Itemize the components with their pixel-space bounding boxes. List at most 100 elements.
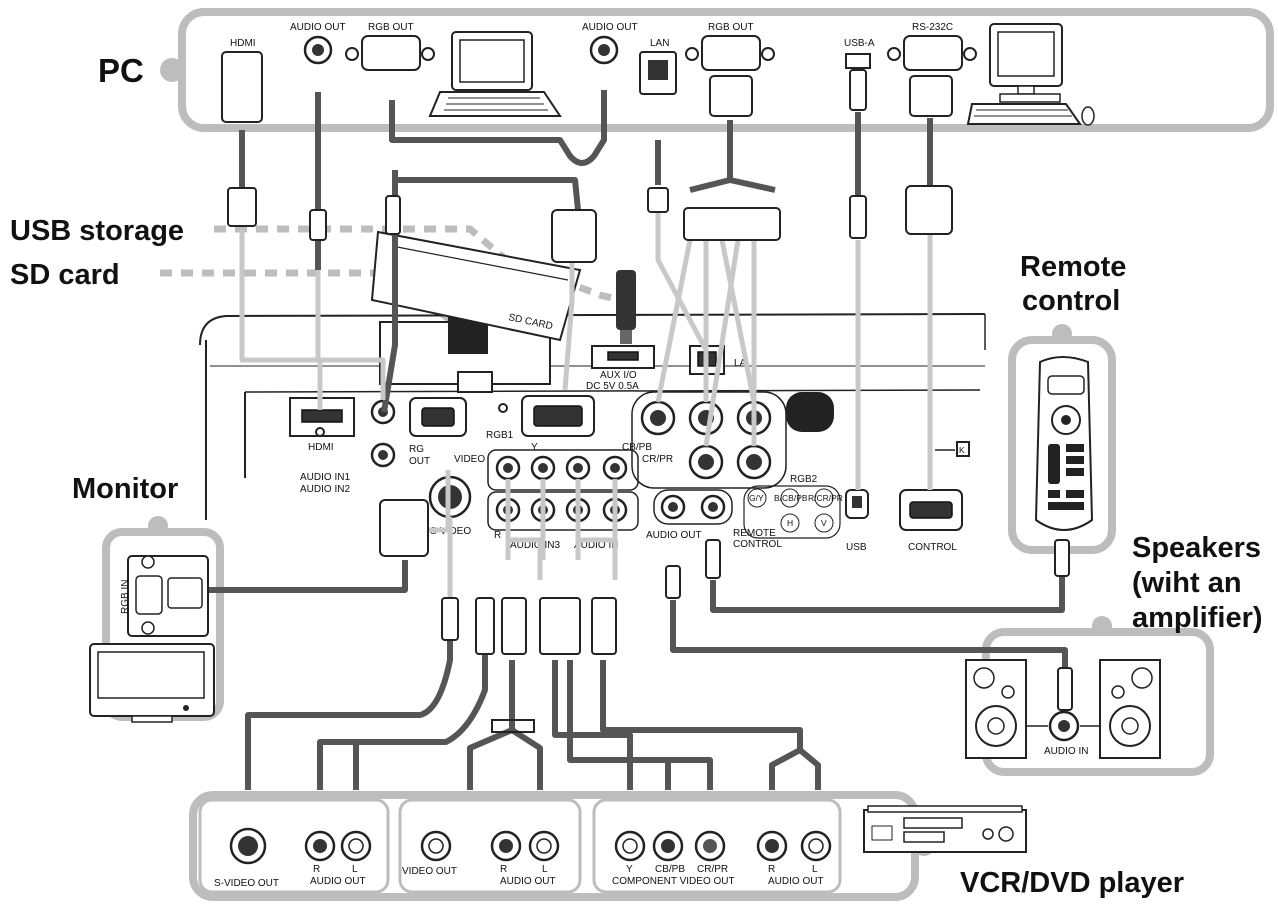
bnc-h-center: [698, 454, 714, 470]
vcr-l-3-label: L: [812, 864, 818, 875]
component-y-label: Y: [531, 442, 538, 453]
pc-hdmi-port-icon: [221, 51, 263, 123]
projector-power-switch[interactable]: [786, 392, 834, 432]
projector-latch: [457, 371, 493, 393]
pc-rs232c-label: RS-232C: [912, 22, 953, 33]
projector-audio-out-label: AUDIO OUT: [646, 530, 702, 541]
audio-plug-icon: [309, 209, 327, 241]
video-in-center: [503, 463, 513, 473]
hdmi-plug-icon: [227, 187, 257, 227]
vcr-audio-l-3-center: [808, 838, 824, 854]
vcr-svideo-out-center: [238, 836, 258, 856]
audio-in2-label: AUDIO IN2: [300, 484, 350, 495]
light-cable-bnc: [655, 239, 757, 447]
component-cb-label: CB/PB: [622, 442, 652, 453]
svideo-plug-icon: [441, 597, 459, 641]
usb-stick-plug: [620, 330, 632, 344]
pc-rgb-out-2-plug: [709, 75, 753, 117]
sd-card-label: SD card: [10, 259, 120, 291]
projector-top-edge: [199, 313, 986, 346]
component-y-center: [538, 463, 548, 473]
component-cr-center: [610, 463, 620, 473]
component-cr-label: CR/PR: [642, 454, 673, 465]
cable-audio-in3-video: [467, 660, 515, 790]
legend-h: H: [787, 518, 793, 528]
rgb2-bnc-block: [631, 391, 787, 489]
pc-rgb-out-1-port: [361, 35, 421, 71]
cable-audio-out-speakers: [670, 600, 1068, 670]
legend-r-circle: [814, 488, 834, 508]
usb-storage-device: [370, 230, 582, 342]
pc-rgb-out-1-screw-right: [421, 47, 435, 61]
usb-plug-icon: [849, 195, 867, 239]
pc-usb-a-port: [845, 53, 871, 69]
aux-io-port[interactable]: [607, 351, 639, 361]
cable-rgb-bnc-top: [689, 120, 776, 193]
pc-rgb-out-2-label: RGB OUT: [708, 22, 754, 33]
pc-hdmi-label: HDMI: [230, 38, 256, 49]
speaker-plug-icon: [1057, 667, 1073, 711]
pc-rgb-out-2-screw-left: [685, 47, 699, 61]
bnc-plugs-icon: [683, 207, 781, 241]
audio-plug-2-icon: [385, 195, 401, 235]
usb-storage-label: USB storage: [10, 215, 184, 247]
speakers-label-line2: (wiht an: [1132, 567, 1242, 599]
vcr-r-3-label: R: [768, 864, 775, 875]
vcr-comp-cr-center: [703, 839, 717, 853]
vcr-comp-y-label: Y: [626, 864, 633, 875]
audio-in3-r-label: R: [494, 530, 501, 541]
projector-hdmi-port[interactable]: [301, 409, 343, 423]
speakers-label-line1: Speakers: [1132, 532, 1261, 564]
light-cable-rgb1: [562, 262, 575, 391]
rgb2-label: RGB2: [790, 474, 818, 485]
audio-bracket: [491, 719, 535, 733]
pc-rs232c-plug: [909, 75, 953, 117]
cable-audio-in4-vcr: [600, 660, 821, 790]
pc-rs232c-screw-right: [963, 47, 977, 61]
light-cable-hdmi: [239, 230, 323, 410]
usb-stick-dashed-link: [558, 276, 621, 304]
pc-frame-knob: [160, 58, 184, 82]
vcr-dvd-label: VCR/DVD player: [960, 867, 1184, 899]
pc-usb-a-plug: [849, 69, 867, 111]
remote-frame-knob: [1052, 324, 1072, 344]
cable-svideo-vcr: [245, 600, 453, 790]
usb-b-label: USB: [846, 542, 867, 553]
speakers-device: [965, 659, 1161, 759]
cable-audio-in3-l: [510, 727, 543, 790]
pc-audio-out-2-center: [598, 44, 610, 56]
vcr-svideo-out-label: S-VIDEO OUT: [214, 878, 279, 889]
cable-rgb-out-pc: [389, 90, 607, 166]
monitor-label: Monitor: [72, 473, 178, 505]
remote-control-label-a: REMOTE: [733, 528, 776, 539]
rgb1-indicator: [498, 403, 508, 413]
cable-remote: [710, 545, 1065, 613]
pc-rs232c-screw-left: [887, 47, 901, 61]
projector-lan-label: LA: [734, 358, 747, 369]
legend-b-circle: [780, 488, 800, 508]
vcr-video-out-center: [428, 838, 444, 854]
vcr-comp-cr-label: CR/PR: [697, 864, 728, 875]
laptop-icon: [428, 31, 562, 117]
pc-usb-a-label: USB-A: [844, 38, 875, 49]
cable-comp-cb: [567, 660, 671, 790]
legend-v: V: [821, 518, 827, 528]
monitor-vga-plug-icon: [379, 499, 429, 557]
vcr-subframe-svideo: [198, 798, 390, 894]
vcr-subframe-component: [592, 798, 842, 894]
cable-comp-cr: [570, 757, 713, 790]
monitor-frame-knob: [148, 516, 168, 536]
usb-storage-device-edge: [391, 245, 569, 281]
component-block-top: [487, 449, 639, 491]
vcr-dvd-device: [863, 805, 1027, 853]
monitor-device: [89, 555, 215, 723]
vcr-subframe-video: [398, 798, 582, 894]
vcr-audio-out-1-label: AUDIO OUT: [310, 876, 366, 887]
pc-lan-socket: [648, 60, 668, 80]
rgb2-legend-box: [743, 485, 841, 539]
remote-control-label-b: CONTROL: [733, 539, 782, 550]
light-cable-audio-in: [505, 521, 618, 580]
audio-in2-center: [378, 450, 388, 460]
rs232-plug-icon: [905, 185, 953, 235]
audio-in1-label: AUDIO IN1: [300, 472, 350, 483]
